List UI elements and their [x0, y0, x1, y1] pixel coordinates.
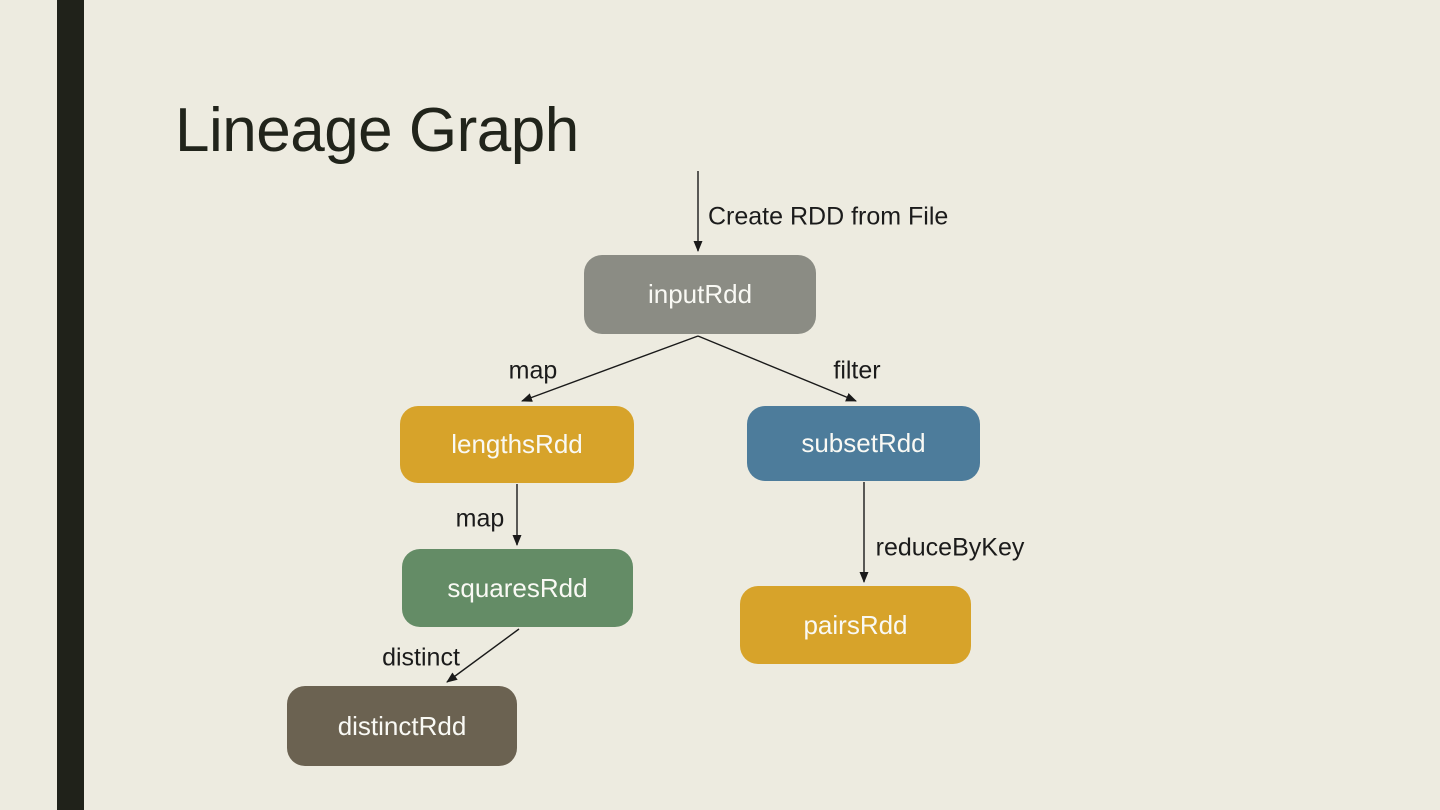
slide-title: Lineage Graph: [175, 96, 579, 165]
node-distinctRdd: distinctRdd: [287, 686, 517, 766]
node-label-squaresRdd: squaresRdd: [447, 572, 588, 603]
edge-label-map-to-squares: map: [455, 504, 505, 533]
node-label-pairsRdd: pairsRdd: [803, 609, 908, 640]
node-lengthsRdd: lengthsRdd: [400, 406, 634, 483]
node-subsetRdd: subsetRdd: [747, 406, 980, 481]
node-pairsRdd: pairsRdd: [740, 586, 971, 664]
edge-label-filter-to-subset: filter: [833, 356, 881, 385]
edge-label-create-rdd-from-file: Create RDD from File: [708, 202, 949, 231]
edge-label-distinct-to-distinct: distinct: [382, 643, 460, 672]
accent-stripe: [57, 0, 84, 810]
node-squaresRdd: squaresRdd: [402, 549, 633, 627]
node-label-distinctRdd: distinctRdd: [337, 710, 467, 741]
node-label-inputRdd: inputRdd: [647, 279, 753, 309]
node-inputRdd: inputRdd: [584, 255, 816, 334]
edge-label-reducebykey-to-pairs: reduceByKey: [875, 533, 1025, 562]
node-label-subsetRdd: subsetRdd: [801, 428, 926, 458]
edge-label-map-to-lengths: map: [508, 356, 558, 385]
edge-arrow-filter-to-subset: [697, 335, 857, 402]
node-label-lengthsRdd: lengthsRdd: [451, 429, 583, 459]
